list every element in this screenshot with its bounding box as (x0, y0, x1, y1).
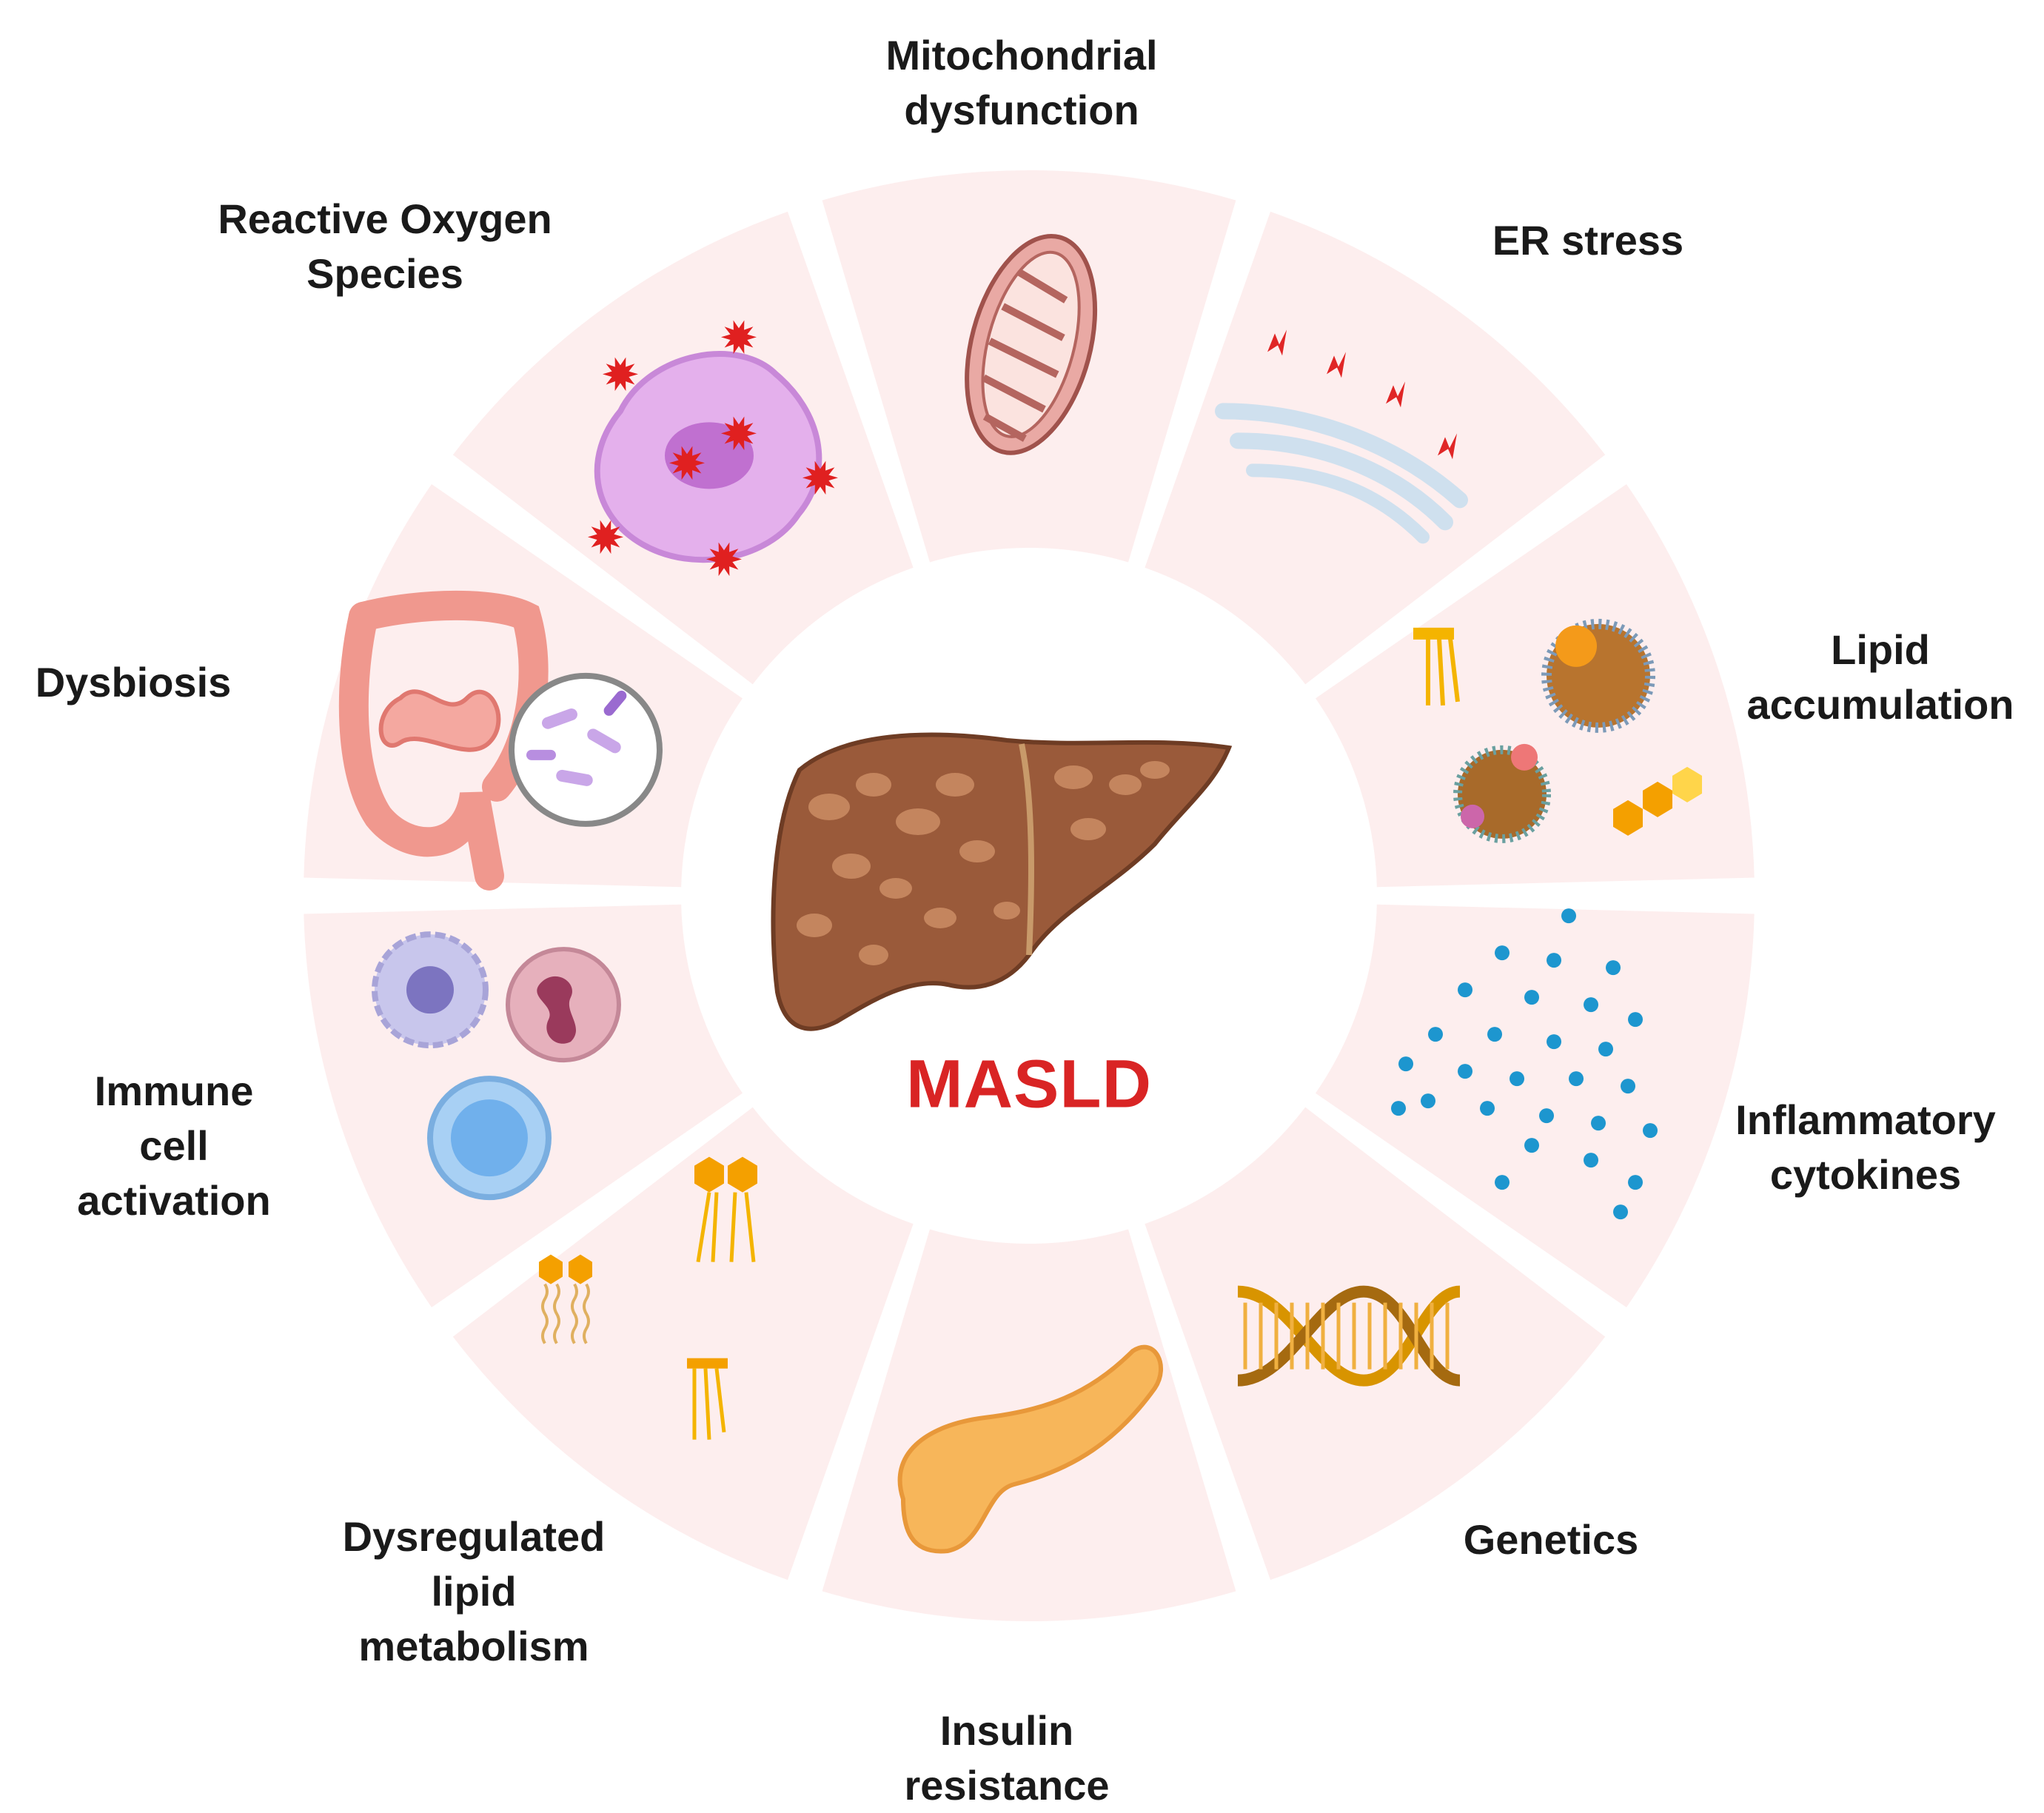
label-line: accumulation (1746, 681, 2014, 728)
label-line: Lipid (1831, 626, 1930, 673)
endoplasmic-reticulum-icon (1215, 329, 1469, 544)
label-line: Reactive Oxygen (218, 195, 552, 242)
lipid-droplet-icon (1413, 618, 1703, 843)
reactive-oxygen-cell-icon (587, 320, 838, 577)
label-genetics: Genetics (1464, 1512, 1639, 1567)
cytokines-icon (1391, 908, 1658, 1220)
segment-genetics (1145, 1107, 1606, 1581)
label-line: dysfunction (904, 87, 1139, 133)
mitochondria-icon (965, 233, 1098, 455)
label-line: Insulin (939, 1707, 1074, 1754)
label-inflammatory-cytokines: Inflammatory cytokines (1735, 1093, 1996, 1202)
label-line: cytokines (1769, 1151, 1962, 1198)
segment-lipid-accumulation (1316, 483, 1755, 888)
intestine-bacteria-icon (338, 590, 663, 891)
label-line: resistance (904, 1762, 1110, 1809)
label-line: Mitochondrial (885, 32, 1158, 78)
center-title: MASLD (905, 1046, 1153, 1122)
label-insulin-resistance: Insulin resistance (904, 1703, 1109, 1813)
label-line: ER stress (1492, 217, 1684, 264)
label-line: metabolism (358, 1623, 589, 1669)
dna-icon (1237, 1285, 1461, 1387)
label-line: Immune (94, 1068, 254, 1114)
label-line: Inflammatory (1735, 1096, 1996, 1143)
segment-inflammatory-cytokines (1316, 904, 1755, 1308)
label-dysregulated-lipid: Dysregulated lipid metabolism (343, 1509, 606, 1674)
label-line: Dysbiosis (35, 659, 232, 706)
label-dysbiosis: Dysbiosis (36, 655, 232, 710)
liver-icon (771, 732, 1233, 1031)
label-line: activation (77, 1177, 271, 1224)
label-mitochondrial: Mitochondrial dysfunction (885, 28, 1157, 138)
label-line: Genetics (1463, 1516, 1639, 1563)
label-line: Species (306, 250, 463, 297)
label-line: lipid (431, 1568, 517, 1615)
label-line: cell (139, 1122, 209, 1169)
phospholipid-icon (538, 1156, 757, 1440)
label-line: Dysregulated (342, 1513, 606, 1560)
immune-cells-icon (371, 931, 621, 1201)
label-immune-cell: Immune cell activation (77, 1064, 270, 1228)
label-er-stress: ER stress (1492, 213, 1683, 268)
pancreas-icon (897, 1344, 1164, 1554)
segment-dysregulated-lipid (452, 1107, 914, 1581)
label-lipid-accumulation: Lipid accumulation (1747, 623, 2014, 732)
